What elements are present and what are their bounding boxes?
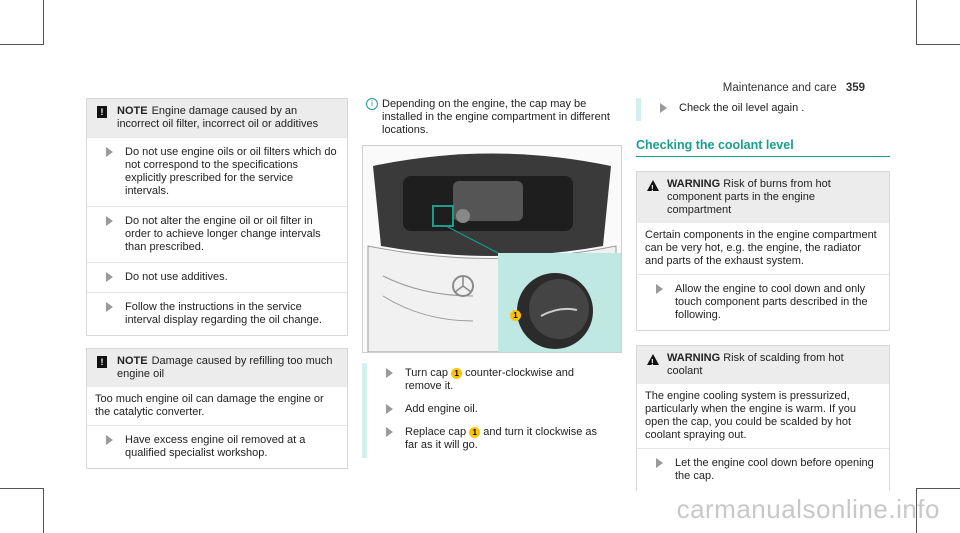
notice-title: Engine damage caused by an incorrect oil… [117, 105, 319, 130]
arrow-icon [386, 427, 393, 437]
arrow-icon [386, 368, 393, 378]
step-text: Have excess engine oil removed at a qual… [125, 434, 306, 459]
column-right: Check the oil level again . Checking the… [636, 98, 890, 491]
notice-title: Damage caused by refilling too much engi… [117, 355, 333, 380]
step-text: Do not use engine oils or oil filters wh… [125, 146, 337, 197]
list-item: Have excess engine oil removed at a qual… [87, 425, 347, 468]
warning-title: Risk of scalding from hot coolant [667, 352, 844, 377]
step-text: Turn cap [405, 367, 449, 379]
engine-illustration: 1 [362, 145, 622, 353]
arrow-icon [106, 435, 113, 445]
info-text: Depending on the engine, the cap may be … [382, 98, 610, 136]
warning-icon: ! [647, 354, 659, 367]
list-item: Do not use engine oils or oil filters wh… [87, 137, 347, 206]
callout-badge: 1 [451, 367, 463, 379]
arrow-icon [106, 272, 113, 282]
callout-badge: 1 [469, 426, 481, 438]
info-note: i Depending on the engine, the cap may b… [362, 98, 620, 137]
notice-body: Too much engine oil can damage the engin… [95, 393, 324, 418]
warning-burns: ! WARNING Risk of burns from hot compone… [636, 171, 890, 331]
arrow-icon [656, 284, 663, 294]
info-icon: i [366, 98, 378, 110]
warning-scalding: ! WARNING Risk of scalding from hot cool… [636, 345, 890, 491]
step-text: Do not alter the engine oil or oil filte… [125, 215, 321, 253]
list-item: Do not use additives. [87, 262, 347, 292]
page-header: Maintenance and care 359 [723, 82, 865, 94]
crop-mark [916, 488, 917, 533]
warning-body: The engine cooling system is pressurized… [645, 390, 856, 441]
steps-list: Turn cap 1 counter-clockwise and remove … [362, 363, 620, 458]
step-text: Add engine oil. [405, 403, 478, 415]
step-text: Check the oil level again . [679, 102, 805, 114]
crop-mark [43, 488, 44, 533]
step-top: Check the oil level again . [636, 98, 890, 121]
list-item: Do not alter the engine oil or oil filte… [87, 206, 347, 262]
warning-label: WARNING [667, 352, 721, 364]
warning-header: ! WARNING Risk of burns from hot compone… [637, 172, 889, 223]
exclamation-icon: ! [97, 356, 107, 368]
list-item: Add engine oil. [367, 399, 620, 422]
step-text: Replace cap [405, 426, 467, 438]
warning-body: Certain components in the engine compart… [645, 229, 877, 267]
section-title: Checking the coolant level [636, 139, 890, 157]
arrow-icon [656, 458, 663, 468]
notice-label: NOTE [117, 355, 148, 367]
section-name: Maintenance and care [722, 82, 837, 94]
warning-icon: ! [647, 180, 659, 193]
step-text: Let the engine cool down before opening … [675, 457, 874, 482]
warning-header: ! WARNING Risk of scalding from hot cool… [637, 346, 889, 384]
crop-mark [917, 44, 960, 45]
step-text: and turn it clockwise as far as it will … [405, 426, 597, 451]
crop-mark [0, 44, 43, 45]
crop-mark [916, 0, 917, 45]
arrow-icon [106, 216, 113, 226]
step-text: Allow the engine to cool down and only t… [675, 283, 868, 321]
list-item: Replace cap 1 and turn it clockwise as f… [367, 422, 620, 458]
notice-label: NOTE [117, 105, 148, 117]
arrow-icon [386, 404, 393, 414]
step-text: Do not use additives. [125, 271, 228, 283]
page-number: 359 [845, 82, 865, 94]
crop-mark [0, 488, 43, 489]
step-text: counter-clockwise and remove it. [405, 367, 574, 392]
crop-mark [43, 0, 44, 45]
list-item: Turn cap 1 counter-clockwise and remove … [367, 363, 620, 399]
callout-badge: 1 [510, 310, 521, 321]
arrow-icon [660, 103, 667, 113]
warning-label: WARNING [667, 178, 721, 190]
watermark: carmanualsonline.info [676, 494, 940, 524]
list-item: Allow the engine to cool down and only t… [637, 274, 889, 330]
engine-bay-image [367, 153, 621, 352]
exclamation-icon: ! [97, 106, 107, 118]
list-item: Let the engine cool down before opening … [637, 448, 889, 491]
arrow-icon [106, 147, 113, 157]
crop-mark [917, 488, 960, 489]
warning-title: Risk of burns from hot component parts i… [667, 178, 831, 216]
arrow-icon [106, 302, 113, 312]
list-item: Follow the instructions in the service i… [87, 292, 347, 335]
column-middle: i Depending on the engine, the cap may b… [362, 98, 622, 458]
step-text: Follow the instructions in the service i… [125, 301, 322, 326]
list-item: Check the oil level again . [641, 98, 890, 121]
